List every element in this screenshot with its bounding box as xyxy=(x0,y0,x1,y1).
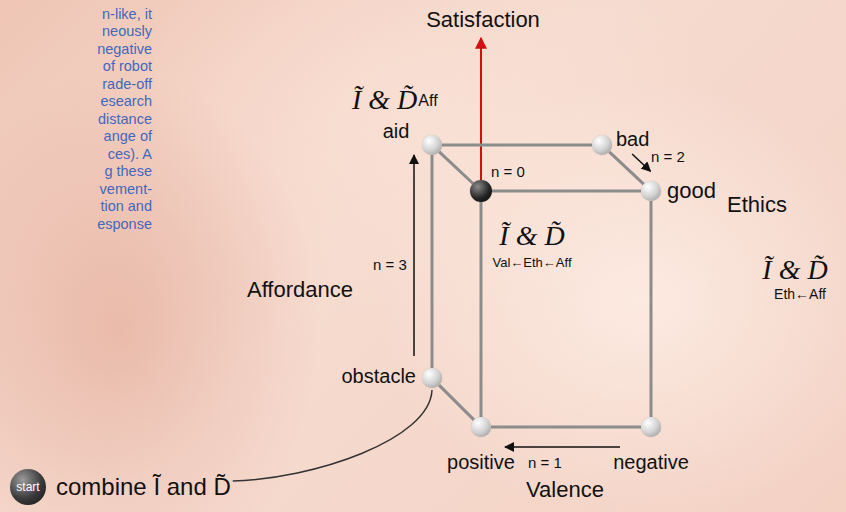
body-text-line: neously xyxy=(102,23,152,40)
start-caption: combine Ĩ and D̃ xyxy=(56,473,231,501)
body-text-line: esearch xyxy=(100,93,152,110)
corner-sphere: bad xyxy=(592,135,612,155)
cube-edge xyxy=(439,385,474,420)
corner-label: good xyxy=(667,178,716,203)
body-text-line: of robot xyxy=(103,58,152,75)
body-text-line: n-like, it xyxy=(102,6,152,23)
cube-edge xyxy=(431,155,434,368)
corner-label: obstacle xyxy=(342,365,417,388)
math-label: Ĩ & D̃ xyxy=(352,84,417,116)
start-node: start combine Ĩ and D̃ xyxy=(10,469,231,505)
corner-label: bad xyxy=(616,128,649,151)
math-label: Ĩ & D̃ xyxy=(762,254,827,286)
axis-title: Valence xyxy=(526,477,604,502)
axis-title: Satisfaction xyxy=(426,7,540,32)
math-subscript: Eth←Aff xyxy=(774,286,826,302)
corner-label: n = 0 xyxy=(491,163,525,180)
corner-label: negative xyxy=(613,451,689,474)
body-text-line: ange of xyxy=(104,128,152,145)
step-arrow xyxy=(505,446,620,448)
start-label: start xyxy=(16,480,39,494)
corner-label: positive xyxy=(447,451,515,474)
step-number: n = 1 xyxy=(528,454,562,471)
corner-sphere: obstacle xyxy=(422,368,442,388)
start-curve xyxy=(233,390,432,481)
cube-edge xyxy=(480,202,483,417)
cube-edge xyxy=(609,152,643,184)
cube-edge xyxy=(442,144,592,147)
axis-title: Ethics xyxy=(727,192,787,217)
corner-sphere: negative xyxy=(641,417,661,437)
math-label: Ĩ & D̃ xyxy=(499,220,564,252)
corner-sphere: positive xyxy=(471,417,491,437)
body-text-line: tion and xyxy=(100,198,152,215)
satisfaction-axis xyxy=(480,38,482,180)
corner-sphere: aid xyxy=(422,135,442,155)
origin-sphere: n = 0 xyxy=(470,180,492,202)
axis-title: Affordance xyxy=(247,277,353,302)
step-number: n = 2 xyxy=(651,148,685,165)
step-number: n = 3 xyxy=(373,256,407,273)
body-text-line: ces). A xyxy=(108,146,152,163)
body-text-line: negative xyxy=(97,41,152,58)
cube-edge xyxy=(439,152,473,184)
body-text-line: vement- xyxy=(100,181,152,198)
body-text-line: esponse xyxy=(97,216,152,233)
step-arrow xyxy=(413,155,415,356)
math-subscript: Val←Eth←Aff xyxy=(493,256,572,271)
body-text-line: distance xyxy=(98,111,152,128)
step-arrow xyxy=(632,154,650,171)
corner-label: aid xyxy=(383,120,410,143)
corner-sphere: good xyxy=(641,181,661,201)
body-text-line: rade-off xyxy=(102,76,152,93)
start-button: start xyxy=(10,469,46,505)
body-text-line: g these xyxy=(104,163,152,180)
cube-edge xyxy=(491,426,641,429)
cube-edge xyxy=(492,190,641,193)
cube-edge xyxy=(650,201,653,417)
math-subscript: Aff xyxy=(418,92,437,110)
